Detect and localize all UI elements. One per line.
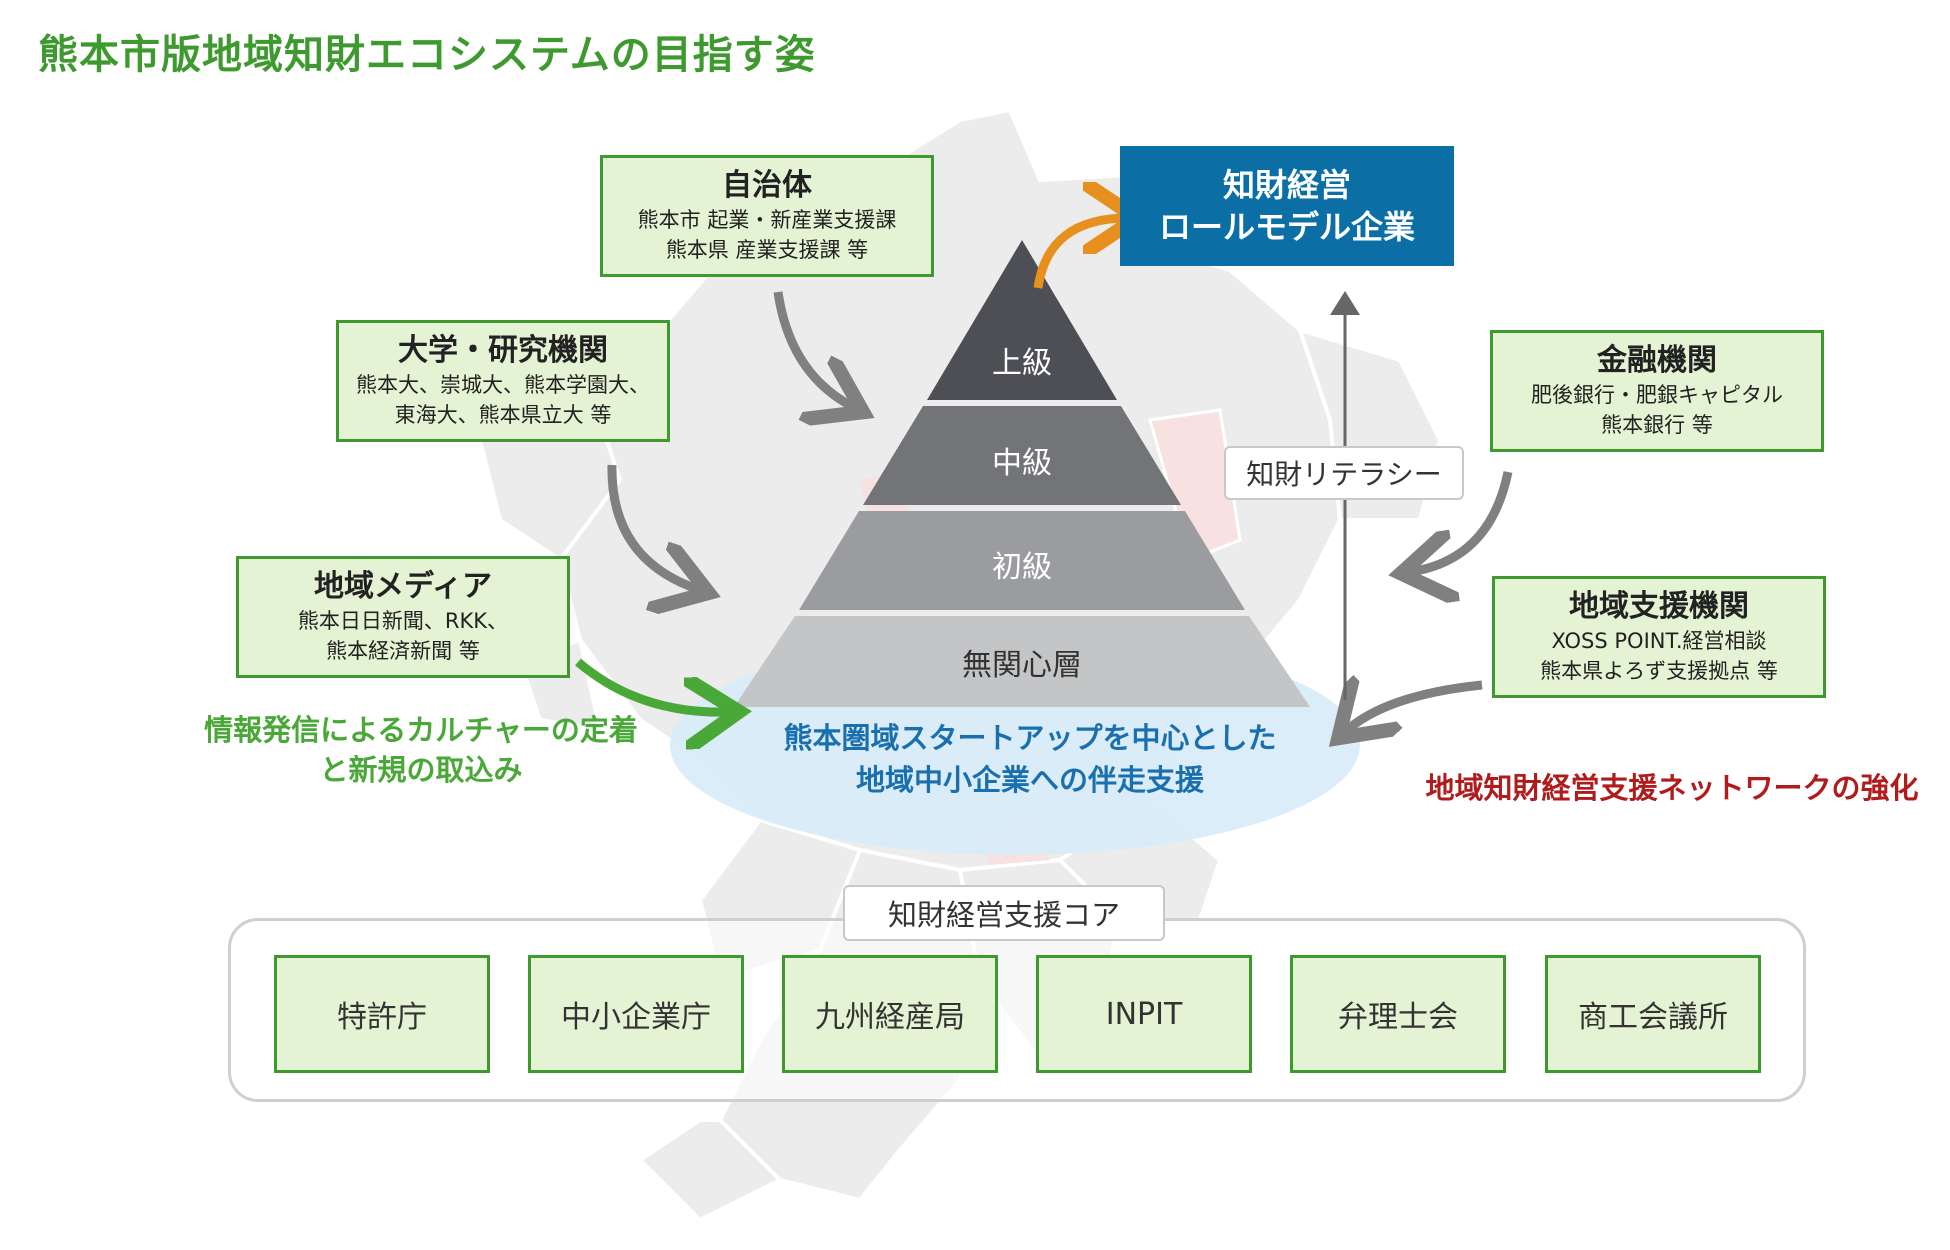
pyramid-label-uninterested: 無関心層: [962, 648, 1082, 683]
media-note-line2: と新規の取込み: [319, 753, 523, 787]
pyramid-level-intermediate: [863, 406, 1181, 505]
arrow-regional-support: [1345, 685, 1483, 732]
core-member-kyushu-meti: 九州経産局: [782, 955, 998, 1073]
stakeholder-regional-support: 地域支援機関 XOSS POINT.経営相談 熊本県よろず支援拠点 等: [1492, 576, 1826, 698]
core-member-inpit: INPIT: [1036, 955, 1252, 1073]
stakeholder-media: 地域メディア 熊本日日新聞、RKK、 熊本経済新聞 等: [236, 556, 570, 678]
stakeholder-line: 熊本大、崇城大、熊本学園大、: [356, 373, 650, 397]
stakeholder-line: 熊本経済新聞 等: [326, 639, 480, 663]
pyramid-level-advanced: [927, 240, 1117, 400]
core-label: 知財経営支援コア: [843, 885, 1165, 941]
stakeholder-title: 地域メディア: [314, 569, 492, 604]
stakeholder-local-gov: 自治体 熊本市 起業・新産業支援課 熊本県 産業支援課 等: [600, 155, 934, 277]
core-member-jpo: 特許庁: [274, 955, 490, 1073]
pyramid-level-beginner: [799, 511, 1245, 610]
pyramid-label-beginner: 初級: [992, 550, 1052, 585]
literacy-label: 知財リテラシー: [1224, 446, 1464, 500]
arrow-to-goal: [1033, 218, 1128, 289]
pyramid-label-advanced: 上級: [992, 346, 1052, 381]
page-title: 熊本市版地域知財エコシステムの目指す姿: [38, 32, 816, 78]
arrow-finance: [1410, 471, 1513, 572]
stakeholder-line: 熊本日日新聞、RKK、: [297, 609, 509, 633]
arrow-media: [575, 658, 730, 712]
stakeholder-line: 東海大、熊本県立大 等: [394, 403, 612, 427]
goal-box-line1: 知財経営: [1222, 166, 1351, 204]
support-note: 熊本圏域スタートアップを中心とした 地域中小企業への伴走支援: [760, 717, 1300, 801]
stakeholder-title: 自治体: [722, 168, 812, 203]
stakeholder-line: 熊本銀行 等: [1601, 413, 1713, 437]
arrow-local-gov: [773, 291, 855, 408]
media-note-line1: 情報発信によるカルチャーの定着: [204, 713, 638, 747]
media-note: 情報発信によるカルチャーの定着 と新規の取込み: [186, 710, 656, 790]
pyramid-level-uninterested: [734, 616, 1310, 707]
core-container: [228, 918, 1806, 1102]
support-note-line2: 地域中小企業への伴走支援: [855, 763, 1204, 797]
network-note: 地域知財経営支援ネットワークの強化: [1425, 771, 1919, 805]
stakeholder-line: 熊本県 産業支援課 等: [665, 238, 869, 262]
pyramid-label-intermediate: 中級: [992, 446, 1052, 481]
stakeholder-line: 肥後銀行・肥銀キャピタル: [1531, 383, 1783, 407]
support-note-line1: 熊本圏域スタートアップを中心とした: [783, 721, 1277, 755]
core-member-sme-agency: 中小企業庁: [528, 955, 744, 1073]
stakeholder-title: 大学・研究機関: [398, 333, 608, 368]
stakeholder-university: 大学・研究機関 熊本大、崇城大、熊本学園大、 東海大、熊本県立大 等: [336, 320, 670, 442]
stakeholder-title: 金融機関: [1597, 343, 1717, 378]
stakeholder-title: 地域支援機関: [1569, 589, 1749, 624]
arrow-university: [607, 464, 700, 590]
stakeholder-line: XOSS POINT.経営相談: [1551, 629, 1767, 653]
stakeholder-finance: 金融機関 肥後銀行・肥銀キャピタル 熊本銀行 等: [1490, 330, 1824, 452]
core-member-chamber-of-commerce: 商工会議所: [1545, 955, 1761, 1073]
goal-box-line2: ロールモデル企業: [1158, 208, 1415, 246]
goal-box: 知財経営 ロールモデル企業: [1120, 146, 1454, 266]
stakeholder-line: 熊本県よろず支援拠点 等: [1540, 659, 1778, 683]
core-member-patent-attorneys: 弁理士会: [1290, 955, 1506, 1073]
stakeholder-line: 熊本市 起業・新産業支援課: [637, 208, 897, 232]
